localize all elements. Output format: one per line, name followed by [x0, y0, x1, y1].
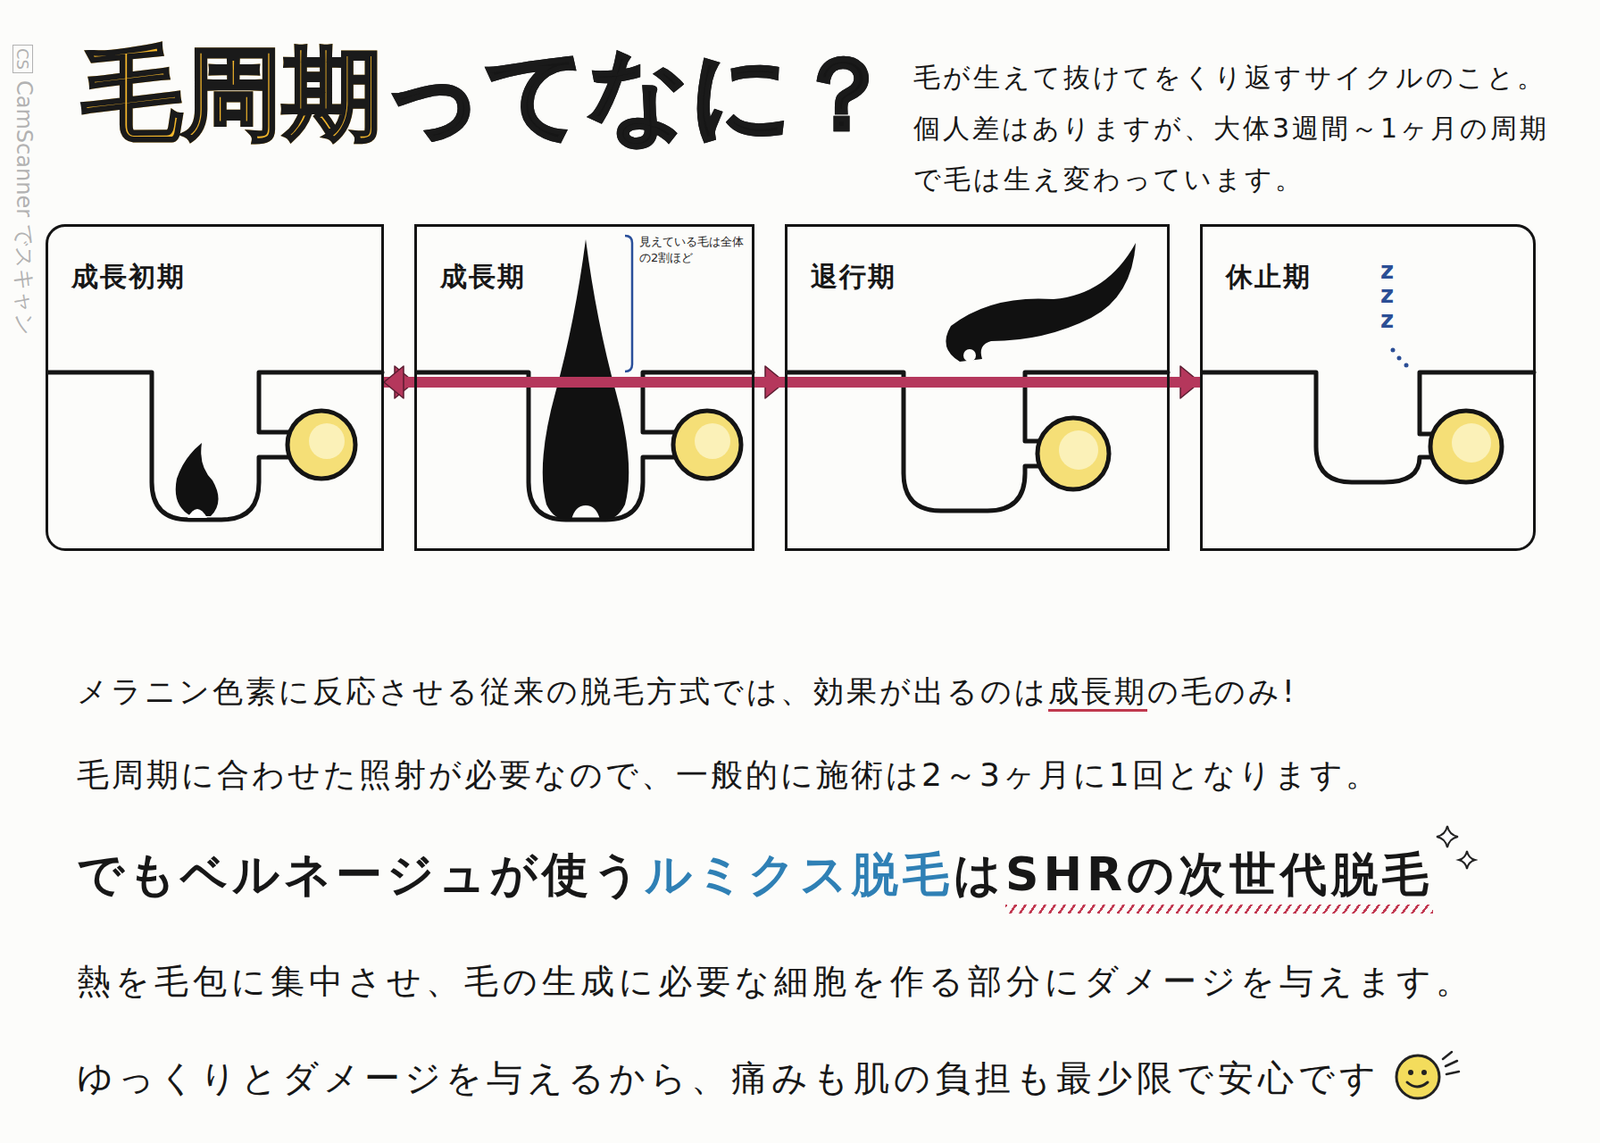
intro-text: 毛が生えて抜けてをくり返すサイクルのこと。個人差はありますが、大体3週間～1ヶ月…: [913, 51, 1570, 205]
hair-bulb-notch: [963, 349, 976, 362]
body-text: 毛周期に合わせた照射が必要なので、一般的に施術は2～3ヶ月に1回となります。: [76, 756, 1381, 793]
skin-follicle: [787, 372, 1040, 511]
skin-follicle: [48, 372, 290, 520]
gland-highlight: [1451, 423, 1492, 463]
stage-panel: 成長期: [414, 224, 755, 551]
skin-follicle: [1202, 372, 1433, 483]
text-row: メラニン色素に反応させる従来の脱毛方式では、効果が出るのは成長期の毛のみ!: [76, 671, 1298, 713]
hair-sprout: [175, 442, 219, 517]
smiley-mouth: [1407, 1082, 1428, 1087]
sebaceous-gland: [287, 410, 356, 479]
watermark: CS CamScanner でスキャン: [12, 44, 36, 336]
sebaceous-gland: [1430, 410, 1502, 483]
sleep-dot: [1404, 363, 1409, 368]
text-row: でもベルネージュが使うルミクス脱毛はSHRの次世代脱毛: [76, 843, 1434, 907]
papilla: [187, 508, 208, 518]
sparkle-star: [1458, 850, 1475, 869]
gland-highlight: [694, 423, 731, 459]
watermark-logo: CS: [12, 44, 34, 74]
main-title: 毛周期ってなに？: [82, 33, 893, 154]
sebaceous-gland: [1037, 417, 1109, 490]
sebaceous-gland: [673, 410, 742, 479]
headline-text: は: [953, 847, 1006, 901]
highlight-term: 成長期: [1048, 673, 1148, 709]
stage-panel: 休止期: [1200, 224, 1536, 551]
text-row: 熱を毛包に集中させ、毛の生成に必要な細胞を作る部分にダメージを与えます。: [76, 958, 1475, 1005]
smiley-face: [1396, 1055, 1440, 1099]
gland-highlight: [308, 423, 345, 459]
highlight-term: SHRの次世代脱毛: [1005, 847, 1434, 914]
stage-heading: 成長期: [440, 258, 526, 296]
sparkle-star: [1436, 825, 1459, 848]
flow-connector: [383, 366, 1200, 399]
hair-note: 見えている毛は全体の2割ほど: [639, 233, 747, 267]
smiley: [1391, 1046, 1463, 1104]
body-text: メラニン色素に反応させる従来の脱毛方式では、効果が出るのは: [76, 673, 1049, 709]
text-row: 毛周期に合わせた照射が必要なので、一般的に施術は2～3ヶ月に1回となります。: [76, 753, 1381, 798]
watermark-text: CamScanner でスキャン: [11, 80, 37, 336]
body-text: ゆっくりとダメージを与えるから、痛みも肌の負担も最少限で安心です: [76, 1057, 1381, 1099]
gland-highlight: [1058, 430, 1099, 470]
brand-term: ルミクス脱毛: [644, 847, 954, 901]
body-text: 熱を毛包に集中させ、毛の生成に必要な細胞を作る部分にダメージを与えます。: [76, 961, 1475, 1001]
stage-heading: 退行期: [810, 258, 897, 296]
smiley-eye: [1408, 1069, 1414, 1075]
smiley-eye: [1421, 1069, 1427, 1075]
stage-panel: 退行期: [784, 224, 1170, 551]
smiley-spark: [1442, 1051, 1459, 1075]
stage-heading: 休止期: [1225, 258, 1312, 296]
sleep-zzz: zzz: [1380, 258, 1400, 333]
arrow-head: [383, 366, 404, 399]
body-text: の毛のみ!: [1147, 673, 1298, 709]
headline-text: でもベルネージュが使う: [76, 847, 645, 901]
stage-heading: 成長初期: [71, 258, 186, 296]
sleep-dot: [1391, 348, 1396, 353]
sparkle: [1434, 824, 1478, 878]
arrow-line: [401, 376, 1200, 388]
text-row: ゆっくりとダメージを与えるから、痛みも肌の負担も最少限で安心です: [76, 1053, 1381, 1103]
sleep-dot: [1397, 356, 1402, 361]
visible-bracket: [625, 235, 633, 372]
hair-shed: [945, 242, 1136, 362]
stage-panel: 成長初期: [45, 224, 384, 551]
